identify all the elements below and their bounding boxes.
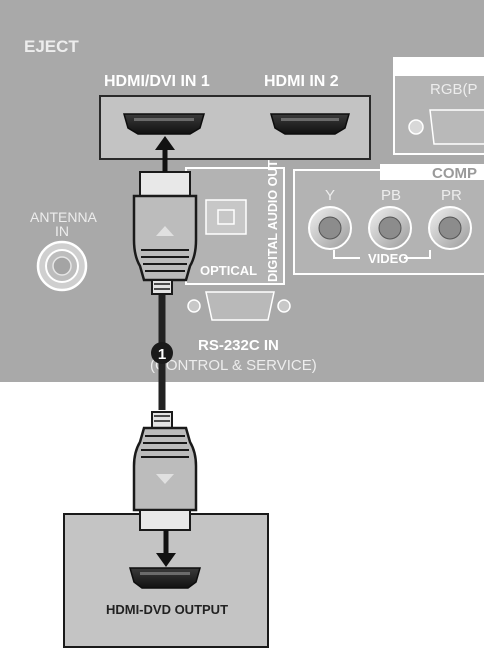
rs232c-label: RS-232C IN: [198, 337, 279, 354]
hdmi2-label: HDMI IN 2: [264, 73, 339, 90]
step-badge: 1: [151, 342, 173, 364]
component-y-jack[interactable]: [308, 206, 352, 250]
rs232c-sublabel: (CONTROL & SERVICE): [150, 357, 317, 374]
step-badge-number: 1: [158, 346, 166, 363]
component-pb-label: PB: [381, 187, 401, 204]
hdmi2-port[interactable]: [270, 113, 350, 135]
video-label: VIDEO: [368, 251, 408, 266]
optical-port[interactable]: [205, 199, 247, 235]
component-label: COMP: [432, 165, 477, 182]
insert-arrow-up-icon: [155, 136, 175, 172]
optical-label: OPTICAL: [200, 263, 257, 278]
insert-arrow-down-icon: [156, 530, 176, 567]
rs232c-port[interactable]: [187, 291, 291, 321]
rgb-label: RGB(P: [430, 81, 478, 98]
rgb-port[interactable]: [408, 109, 484, 145]
digital-audio-out-label: DIGITAL AUDIO OUT: [266, 160, 280, 282]
optical-port-group: OPTICAL DIGITAL AUDIO OUT: [185, 160, 285, 285]
top-hdmi-plug: [132, 171, 198, 295]
dvd-hdmi-output-port[interactable]: [129, 567, 201, 589]
hdmi1-label: HDMI/DVI IN 1: [104, 73, 210, 90]
component-pr-label: PR: [441, 187, 462, 204]
antenna-jack[interactable]: [36, 240, 88, 292]
hdmi1-port[interactable]: [123, 113, 205, 135]
component-pr-jack[interactable]: [428, 206, 472, 250]
hdmi-dvd-output-label: HDMI-DVD OUTPUT: [106, 602, 228, 617]
antenna-label-line2: IN: [55, 223, 69, 239]
component-pb-jack[interactable]: [368, 206, 412, 250]
antenna-label-line1: ANTENNA: [30, 209, 98, 225]
component-y-label: Y: [325, 187, 335, 204]
eject-label: EJECT: [24, 37, 79, 56]
